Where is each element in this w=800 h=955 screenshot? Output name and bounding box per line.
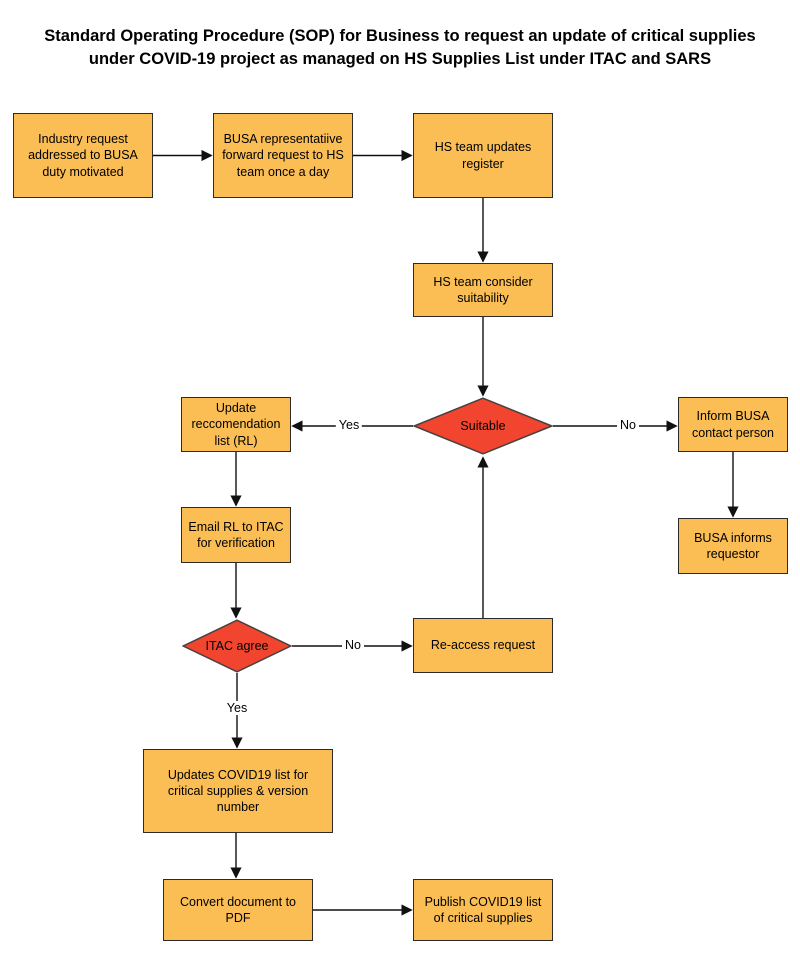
page-title-line-2: under COVID-19 project as managed on HS … bbox=[88, 50, 712, 68]
page-title: Standard Operating Procedure (SOP) for B… bbox=[20, 25, 780, 71]
node-suitable-decision: Suitable bbox=[413, 397, 553, 455]
node-busa-informs-requestor-label: BUSA informs requestor bbox=[694, 530, 772, 561]
edge-label-itac-no: No bbox=[342, 638, 364, 652]
node-itac-agree-label: ITAC agree bbox=[205, 639, 269, 653]
edge-label-itac-yes: Yes bbox=[223, 701, 251, 715]
node-hs-consider-suitability-label: HS team consider suitability bbox=[433, 274, 533, 305]
node-industry-request: Industry request addressed to BUSA duty … bbox=[13, 113, 153, 198]
node-email-rl-label: Email RL to ITAC for verification bbox=[188, 519, 284, 550]
node-convert-to-pdf-label: Convert document to PDF bbox=[179, 894, 297, 925]
node-suitable-label: Suitable bbox=[460, 419, 506, 433]
node-publish-covid-list-label: Publish COVID19 list of critical supplie… bbox=[424, 894, 542, 925]
node-updates-covid-list: Updates COVID19 list for critical suppli… bbox=[143, 749, 333, 833]
node-busa-representative-label: BUSA representatiive forward request to … bbox=[222, 132, 344, 179]
itac-agree-diamond-shape bbox=[182, 619, 292, 673]
node-industry-request-label: Industry request addressed to BUSA duty … bbox=[28, 132, 138, 179]
node-itac-agree-decision: ITAC agree bbox=[182, 619, 292, 673]
node-reaccess-request-label: Re-access request bbox=[430, 638, 536, 653]
node-hs-updates-register: HS team updates register bbox=[413, 113, 553, 198]
node-busa-representative: BUSA representatiive forward request to … bbox=[213, 113, 353, 198]
node-inform-busa: Inform BUSA contact person bbox=[678, 397, 788, 452]
node-hs-consider-suitability: HS team consider suitability bbox=[413, 263, 553, 317]
edge-label-suitable-no: No bbox=[617, 418, 639, 432]
page-title-line-1: Standard Operating Procedure (SOP) for B… bbox=[44, 27, 756, 45]
edge-label-suitable-yes: Yes bbox=[335, 418, 363, 432]
node-inform-busa-label: Inform BUSA contact person bbox=[692, 409, 774, 440]
node-email-rl: Email RL to ITAC for verification bbox=[181, 507, 291, 563]
node-reaccess-request: Re-access request bbox=[413, 618, 553, 673]
node-busa-informs-requestor: BUSA informs requestor bbox=[678, 518, 788, 574]
node-publish-covid-list: Publish COVID19 list of critical supplie… bbox=[413, 879, 553, 941]
node-updates-covid-list-label: Updates COVID19 list for critical suppli… bbox=[167, 767, 309, 815]
node-convert-to-pdf: Convert document to PDF bbox=[163, 879, 313, 941]
node-hs-updates-register-label: HS team updates register bbox=[434, 140, 532, 171]
node-update-rl: Update reccomendation list (RL) bbox=[181, 397, 291, 452]
suitable-diamond-shape bbox=[413, 397, 553, 455]
node-update-rl-label: Update reccomendation list (RL) bbox=[191, 401, 281, 448]
